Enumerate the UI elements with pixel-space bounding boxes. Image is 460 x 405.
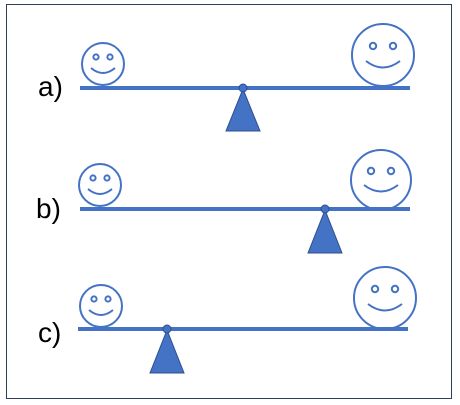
small-face-icon <box>78 163 122 207</box>
seesaw-row-a: a) <box>38 23 415 132</box>
pivot-point <box>162 324 172 334</box>
row-label-a: a) <box>38 71 63 102</box>
fulcrum-triangle <box>149 328 185 374</box>
small-face-icon <box>81 42 125 86</box>
fulcrum-triangle <box>307 208 343 254</box>
row-label-b: b) <box>36 193 61 224</box>
large-face-icon <box>351 23 415 87</box>
seesaw-row-c: c) <box>38 266 417 374</box>
pivot-point <box>238 83 248 93</box>
row-label-c: c) <box>38 317 61 348</box>
large-face-icon <box>350 149 412 211</box>
small-face-icon <box>79 284 123 328</box>
seesaw-row-b: b) <box>36 149 412 254</box>
large-face-icon <box>353 266 417 330</box>
pivot-point <box>320 204 330 214</box>
fulcrum-triangle <box>225 87 261 132</box>
diagram-frame <box>6 4 452 399</box>
